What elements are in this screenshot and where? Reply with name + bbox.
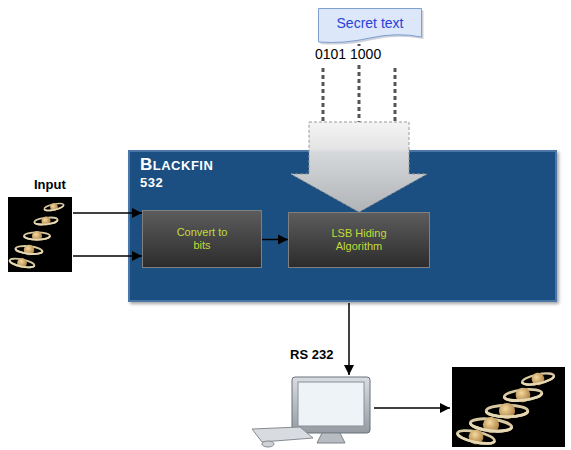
monitor-stand	[317, 433, 345, 443]
board-title: BLACKFIN 532	[140, 156, 224, 191]
connector-line	[262, 239, 288, 241]
computer-icon	[252, 377, 370, 447]
node-text: LSB Hiding Algorithm	[324, 227, 394, 253]
bit-line	[322, 68, 325, 122]
keyboard	[252, 427, 313, 442]
saturn-figure	[15, 243, 43, 256]
saturn-figure	[486, 403, 527, 419]
saturn-figure	[34, 215, 58, 226]
node-text: Convert to bits	[174, 226, 230, 252]
saturn-figure	[456, 426, 496, 448]
saturn-figure	[521, 369, 555, 388]
bit-string: 0101 1000	[313, 46, 383, 63]
input-image	[8, 197, 72, 272]
mouse	[262, 441, 274, 447]
image-ground	[8, 197, 72, 272]
process-box: Convert to bits	[142, 210, 262, 268]
data-flow-arrow	[291, 44, 427, 212]
saturn-figure	[24, 231, 50, 241]
flow-arrow	[262, 239, 288, 240]
input-label: Input	[34, 177, 66, 193]
saturn-figure	[503, 386, 542, 405]
input-arrow	[73, 212, 142, 214]
input-arrow	[73, 255, 142, 257]
block-arrow	[291, 122, 427, 212]
serial-arrow	[348, 303, 350, 375]
document-outline-path	[319, 9, 422, 43]
saturn-figure	[44, 201, 65, 213]
interface-label: RS 232	[290, 347, 333, 363]
document-shape: Secret text	[318, 8, 422, 44]
node-text: Secret text	[337, 15, 404, 32]
saturn-figure	[9, 256, 36, 271]
output-image	[452, 367, 565, 448]
bit-line	[394, 68, 397, 122]
output-arrow	[374, 407, 450, 409]
monitor-screen	[298, 382, 364, 426]
process-box: LSB Hiding Algorithm	[288, 212, 430, 268]
monitor-bezel	[292, 377, 370, 433]
